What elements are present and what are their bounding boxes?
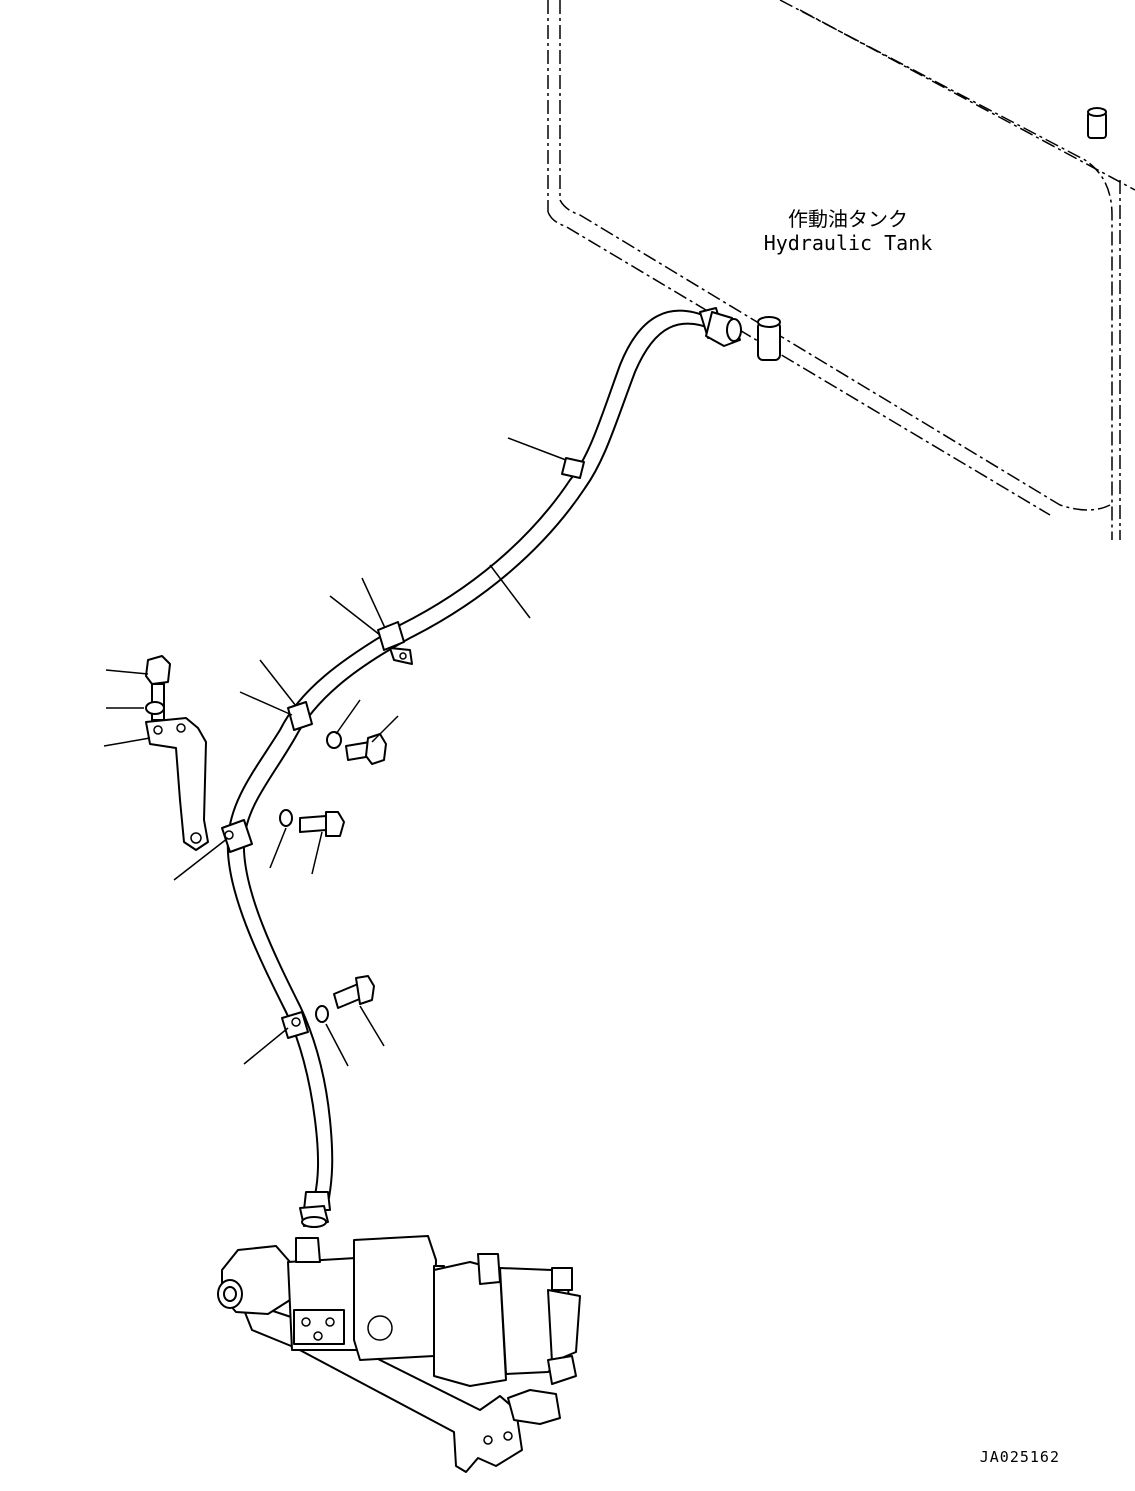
hose-fitting-upper — [699, 307, 742, 347]
hydraulic-tank-outline — [547, 0, 1135, 540]
washer-1 — [145, 701, 165, 715]
hose-clamp-2 — [377, 621, 413, 665]
washer-2 — [326, 731, 342, 749]
mounting-bracket — [145, 717, 209, 851]
hose-clamp-5 — [281, 1011, 309, 1039]
bolt-4 — [333, 975, 375, 1009]
tank-label-japanese: 作動油タンク — [788, 207, 908, 231]
hose-fitting-lower — [299, 1191, 331, 1228]
bolt-2 — [345, 733, 387, 765]
leader-lines — [103, 437, 567, 1067]
washer-3 — [279, 809, 293, 827]
hose-clamp-3 — [287, 701, 313, 731]
bolt-3 — [299, 811, 345, 837]
hydraulic-hose — [226, 309, 716, 1199]
hose-clamp-1 — [561, 457, 585, 479]
drawing-number: JA025162 — [980, 1448, 1060, 1466]
tank-fitting-boss — [1087, 107, 1107, 139]
tank-port — [757, 316, 781, 361]
tank-label-english: Hydraulic Tank — [764, 231, 933, 255]
hydraulic-pump-assembly — [217, 1235, 581, 1473]
hose-clamp-4 — [221, 819, 253, 853]
washer-4 — [315, 1005, 329, 1023]
